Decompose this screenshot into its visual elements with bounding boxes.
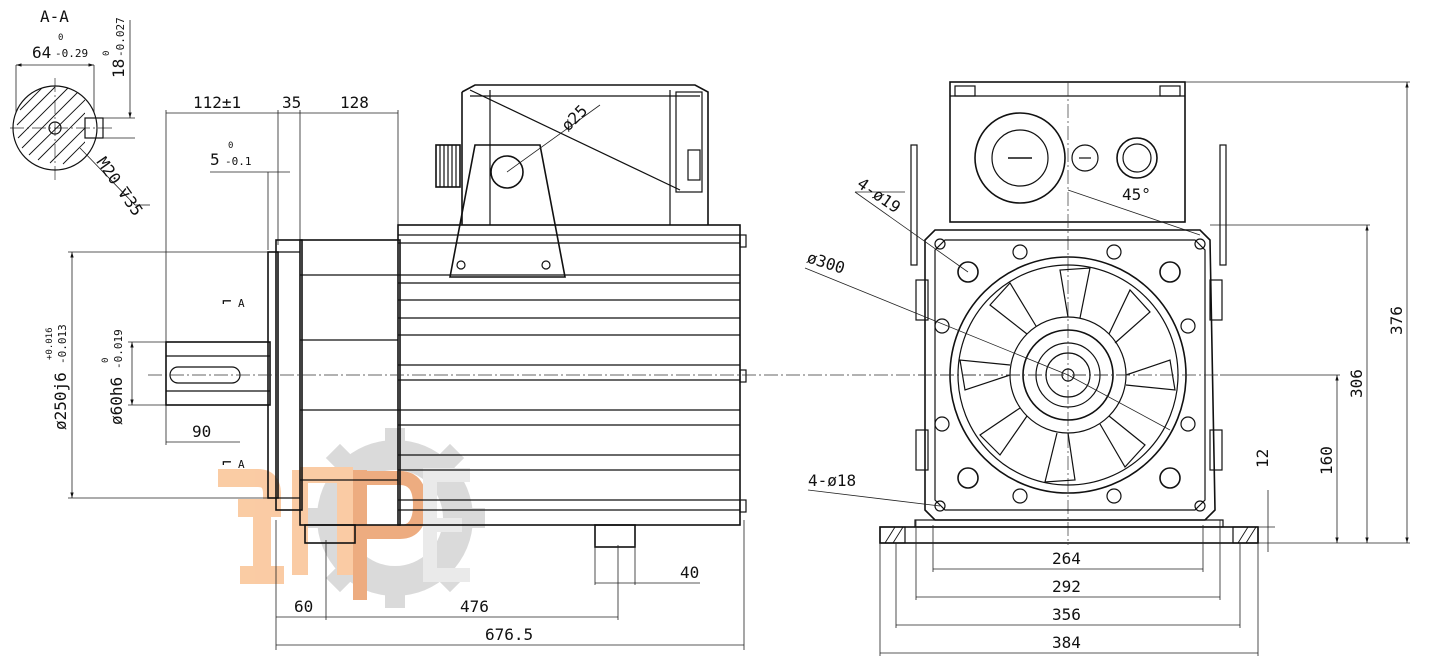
side-view: 112±1 35 128 5 0 -0.1 — [45, 84, 1135, 650]
dim-264: 264 — [1052, 549, 1081, 568]
dim-40: 40 — [680, 563, 699, 582]
section-width-tol-upper: 0 — [58, 33, 63, 43]
dim-5-tol-lower: -0.1 — [225, 155, 252, 168]
dim-25: ø25 — [557, 101, 591, 135]
dim-112: 112±1 — [193, 93, 241, 112]
section-title: A-A — [40, 7, 69, 26]
dim-384: 384 — [1052, 633, 1081, 652]
dim-45: 45° — [1122, 185, 1151, 204]
section-depth-dim: 18 — [109, 59, 128, 78]
dim-300: ø300 — [805, 248, 848, 278]
dim-676: 676.5 — [485, 625, 533, 644]
dim-476: 476 — [460, 597, 489, 616]
dim-60-tol-lower: -0.019 — [112, 329, 125, 369]
dim-250-tol-lower: -0.013 — [56, 324, 69, 364]
dim-160: 160 — [1317, 446, 1336, 475]
section-width-tol-lower: -0.29 — [55, 47, 88, 60]
dim-60b: 60 — [294, 597, 313, 616]
svg-text:⌐: ⌐ — [222, 453, 232, 472]
section-view-aa: A-A 64 0 -0.29 18 0 -0.027 M20 ⊽ 35 — [10, 7, 150, 219]
section-mark-bottom: A — [238, 458, 245, 471]
svg-text:⌐: ⌐ — [222, 292, 232, 311]
section-mark-top: A — [238, 297, 245, 310]
dim-5: 5 — [210, 150, 220, 169]
dim-250: ø250j6 — [51, 372, 70, 430]
dim-4x18: 4-ø18 — [808, 471, 856, 490]
dim-60-tol-upper: 0 — [101, 358, 111, 363]
fan-blades — [959, 267, 1176, 483]
front-view: 45° — [805, 81, 1410, 656]
dim-128: 128 — [340, 93, 369, 112]
dim-35: 35 — [282, 93, 301, 112]
dim-12: 12 — [1253, 449, 1272, 468]
dim-60: ø60h6 — [107, 377, 126, 425]
dim-4x19: 4-ø19 — [854, 174, 904, 217]
dim-376: 376 — [1387, 306, 1406, 335]
section-depth-tol-upper: 0 — [102, 51, 112, 56]
section-thread: M20 — [93, 153, 125, 188]
section-width-dim: 64 — [32, 43, 51, 62]
dim-90: 90 — [192, 422, 211, 441]
dim-306: 306 — [1347, 369, 1366, 398]
dim-5-tol-upper: 0 — [228, 141, 233, 151]
dim-292: 292 — [1052, 577, 1081, 596]
dim-250-tol-upper: +0.016 — [45, 327, 55, 360]
dim-356: 356 — [1052, 605, 1081, 624]
watermark-logo — [218, 428, 485, 608]
section-depth-tol-lower: -0.027 — [114, 17, 127, 57]
